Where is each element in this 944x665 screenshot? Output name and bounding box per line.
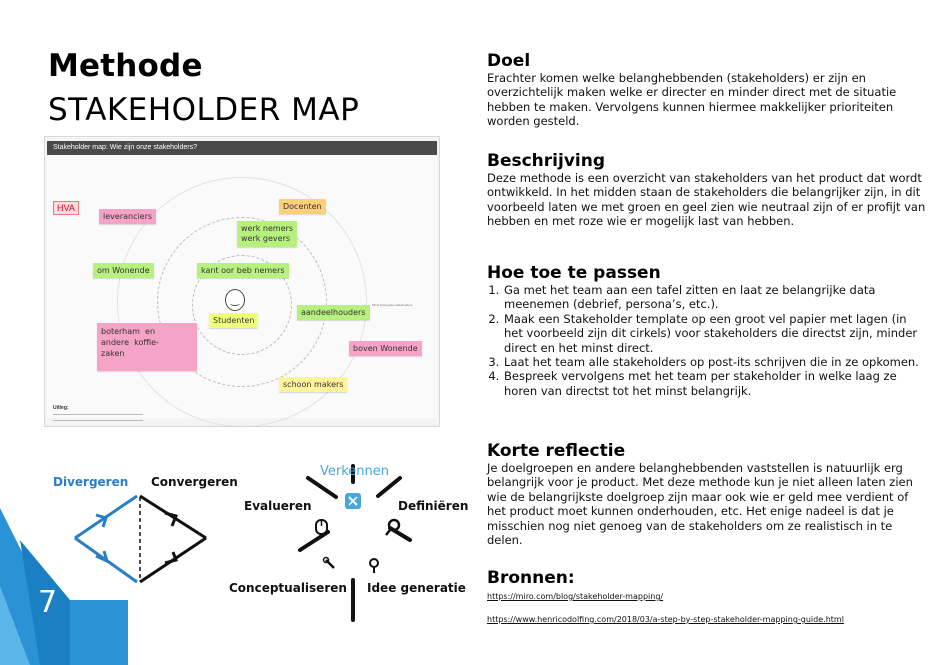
section-reflectie: Korte reflectie Je doelgroepen en andere… [487,441,927,547]
stakeholder-map-photo: Stakeholder map: Wie zijn onze stakehold… [44,136,440,427]
source-link[interactable]: https://www.henricodolfing.com/2018/03/a… [487,615,844,624]
step-item: Maak een Stakeholder template op een gro… [503,312,927,355]
middle-ring [157,217,327,387]
sticky-werknemers: werk nemers werk gevers [237,221,298,247]
page-number: 7 [38,585,58,620]
corner-stripe-5 [104,602,128,665]
sticky-kantoor: kant oor beb nemers [197,263,289,278]
label-evalueren: Evalueren [244,499,312,513]
hva-note: HVA [53,201,79,215]
sticky-leveranciers: leveranciers [99,209,157,224]
template-header: Stakeholder map: Wie zijn onze stakehold… [47,141,437,155]
mouse-icon [315,519,328,535]
sticky-aandeelhouders: aandeelhouders [297,305,370,320]
sticky-schoonmakers: schoon makers [279,377,348,392]
text-reflectie: Je doelgroepen en andere belanghebbenden… [487,461,913,548]
magnifier-icon [385,518,401,536]
person-face-icon [225,289,245,311]
label-definieren: Definiëren [398,499,469,513]
source-link[interactable]: https://miro.com/blog/stakeholder-mappin… [487,592,664,601]
right-caption: Minst belangrijke stakeholders [372,303,413,307]
text-beschrijving: Deze methode is een overzicht van stakeh… [487,171,926,229]
label-conceptualiseren: Conceptualiseren [229,581,347,595]
corner-stripe-2 [0,586,30,665]
step-item: Ga met het team aan een tafel zitten en … [503,283,927,312]
outer-ring [117,177,367,426]
ideation-rays [298,464,412,622]
section-hoe: Hoe toe te passen Ga met het team aan ee… [487,263,927,398]
label-verkennen: Verkennen [320,464,390,479]
sticky-boterham: boterham en andere koffie- zaken [97,323,197,371]
diverge-shape [74,494,138,584]
template-sheet: Meest belangrijke stakeholders Minst bel… [47,155,437,426]
page-title: STAKEHOLDER MAP [48,92,360,128]
step-item: Laat het team alle stakeholders op post-… [503,355,927,369]
wrench-icon [322,556,335,569]
label-convergeren: Convergeren [151,475,238,489]
steps-list: Ga met het team aan een tafel zitten en … [487,283,927,398]
text-doel: Erachter komen welke belanghebbenden (st… [487,71,897,129]
corner-stripe-3 [20,540,70,665]
lightbulb-icon [369,558,379,573]
method-label: Methode [48,48,203,84]
section-bronnen: Bronnen: https://miro.com/blog/stakehold… [487,568,927,624]
heading-beschrijving: Beschrijving [487,151,606,171]
heading-bronnen: Bronnen: [487,568,575,588]
sticky-bovenwonende: boven Wonende [349,341,422,356]
template-legend: Uitleg: [53,405,153,426]
step-item: Bespreek vervolgens met het team per sta… [503,369,927,398]
section-beschrijving: Beschrijving Deze methode is een overzic… [487,151,927,229]
section-doel: Doel Erachter komen welke belanghebbende… [487,51,927,129]
sticky-omwonende: om Wonende [93,263,154,278]
compass-icon [345,493,361,509]
converge-shape [139,494,207,584]
sticky-docenten: Docenten [279,199,326,214]
label-idee-generatie: Idee generatie [367,581,466,595]
heading-hoe: Hoe toe te passen [487,263,661,283]
sticky-studenten: Studenten [209,313,259,328]
heading-doel: Doel [487,51,531,71]
heading-reflectie: Korte reflectie [487,441,626,461]
legend-title: Uitleg: [53,405,69,411]
label-divergeren: Divergeren [53,475,129,489]
inner-ring [192,255,292,355]
